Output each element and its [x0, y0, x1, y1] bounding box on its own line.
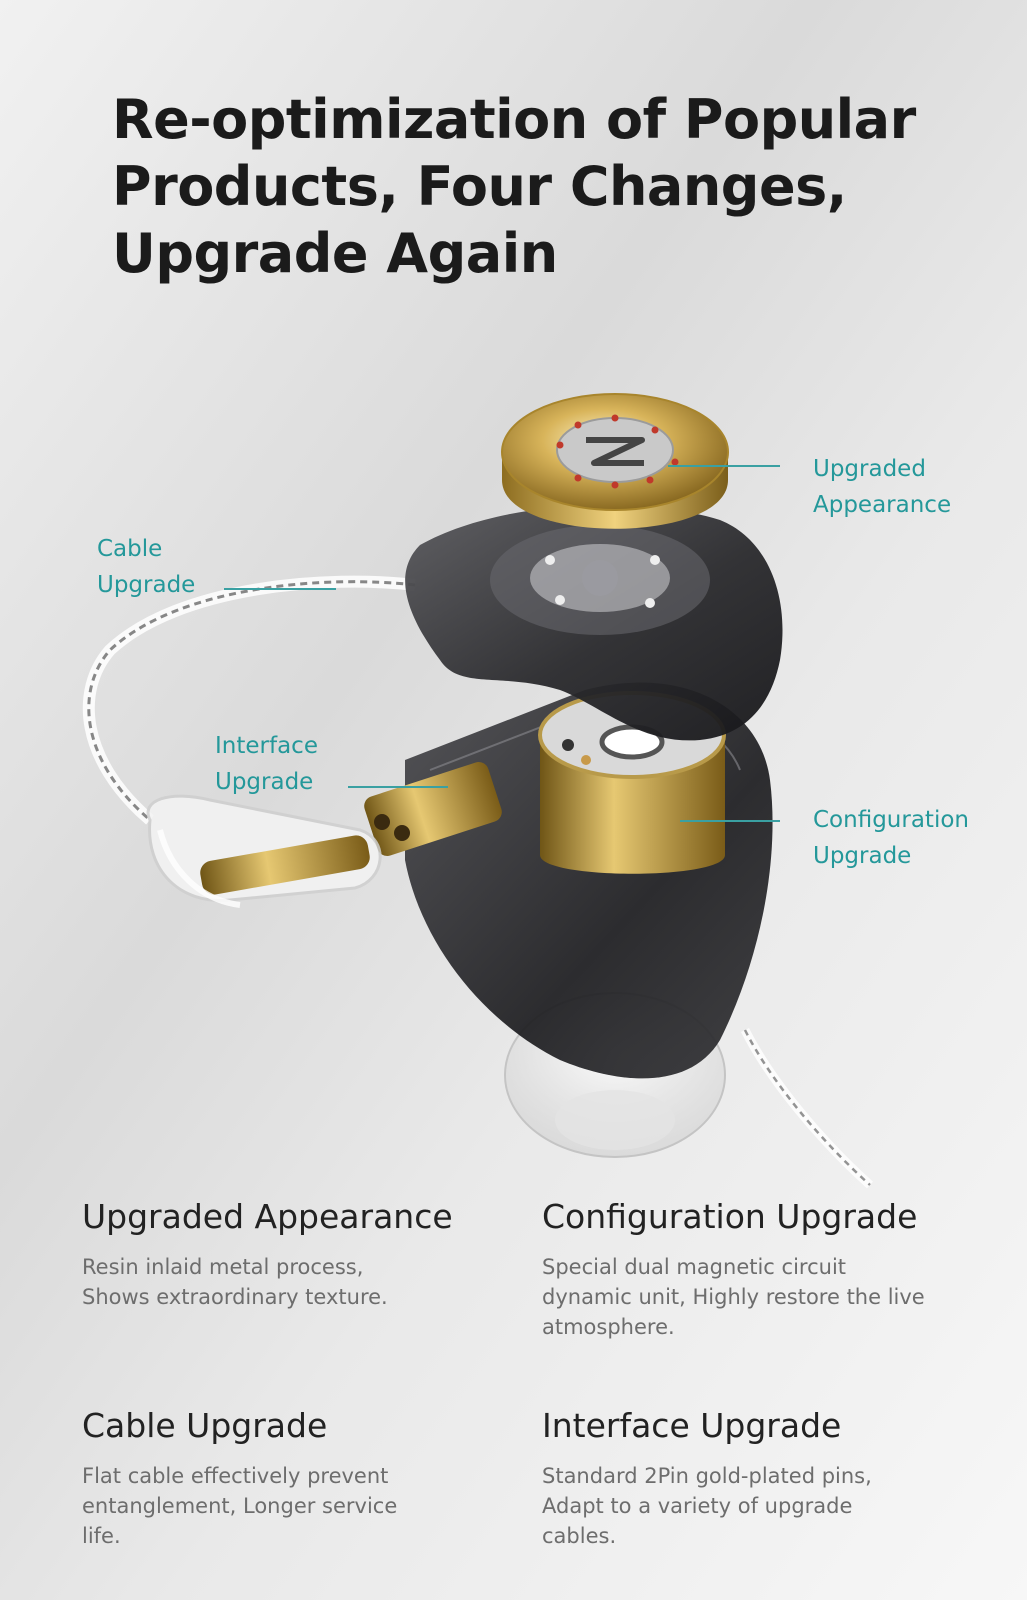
feature-desc-line: entanglement, Longer service: [82, 1494, 398, 1518]
feature-configuration-upgrade: Configuration Upgrade Special dual magne…: [542, 1196, 1002, 1342]
callout-label: Upgrade: [215, 769, 314, 795]
callout-label: Appearance: [813, 492, 952, 518]
feature-title: Cable Upgrade: [82, 1406, 328, 1445]
feature-description: Flat cable effectively prevent entanglem…: [82, 1461, 502, 1551]
feature-desc-line: dynamic unit, Highly restore the live: [542, 1285, 925, 1309]
feature-desc-line: life.: [82, 1524, 121, 1548]
two-pin-connector: [364, 762, 502, 856]
callout-label: Configuration: [813, 807, 969, 833]
configuration-callout-line: [680, 820, 780, 822]
feature-upgraded-appearance: Upgraded Appearance Resin inlaid metal p…: [82, 1196, 502, 1312]
callout-label: Upgraded: [813, 456, 926, 482]
cable-callout-line: [224, 588, 336, 590]
callout-cable-upgrade: Cable Upgrade: [97, 531, 195, 603]
lower-cable: [740, 1027, 874, 1189]
page-title: Re-optimization of Popular Products, Fou…: [112, 86, 932, 287]
feature-desc-line: Special dual magnetic circuit: [542, 1255, 847, 1279]
gold-faceplate: [501, 393, 729, 529]
feature-title: Configuration Upgrade: [542, 1197, 918, 1236]
feature-title: Interface Upgrade: [542, 1406, 842, 1445]
feature-desc-line: Shows extraordinary texture.: [82, 1285, 388, 1309]
title-line-2: Products, Four Changes,: [112, 155, 847, 218]
feature-desc-line: cables.: [542, 1524, 617, 1548]
feature-desc-line: Flat cable effectively prevent: [82, 1464, 389, 1488]
callout-label: Upgrade: [97, 572, 196, 598]
feature-description: Standard 2Pin gold-plated pins, Adapt to…: [542, 1461, 1002, 1551]
feature-interface-upgrade: Interface Upgrade Standard 2Pin gold-pla…: [542, 1405, 1002, 1551]
feature-desc-line: Resin inlaid metal process,: [82, 1255, 364, 1279]
callout-label: Interface: [215, 733, 318, 759]
feature-desc-line: atmosphere.: [542, 1315, 675, 1339]
callout-interface-upgrade: Interface Upgrade: [215, 728, 318, 800]
interface-callout-line: [348, 786, 448, 788]
callout-upgraded-appearance: Upgraded Appearance: [813, 451, 951, 523]
callout-label: Upgrade: [813, 843, 912, 869]
feature-cable-upgrade: Cable Upgrade Flat cable effectively pre…: [82, 1405, 502, 1551]
feature-desc-line: Standard 2Pin gold-plated pins,: [542, 1464, 872, 1488]
feature-description: Resin inlaid metal process, Shows extrao…: [82, 1252, 502, 1312]
feature-title: Upgraded Appearance: [82, 1197, 453, 1236]
callout-configuration-upgrade: Configuration Upgrade: [813, 802, 969, 874]
feature-description: Special dual magnetic circuit dynamic un…: [542, 1252, 1002, 1342]
title-line-3: Upgrade Again: [112, 222, 558, 285]
title-line-1: Re-optimization of Popular: [112, 88, 916, 151]
feature-desc-line: Adapt to a variety of upgrade: [542, 1494, 853, 1518]
cable-plug: [146, 794, 382, 908]
appearance-callout-line: [668, 465, 780, 467]
callout-label: Cable: [97, 536, 163, 562]
